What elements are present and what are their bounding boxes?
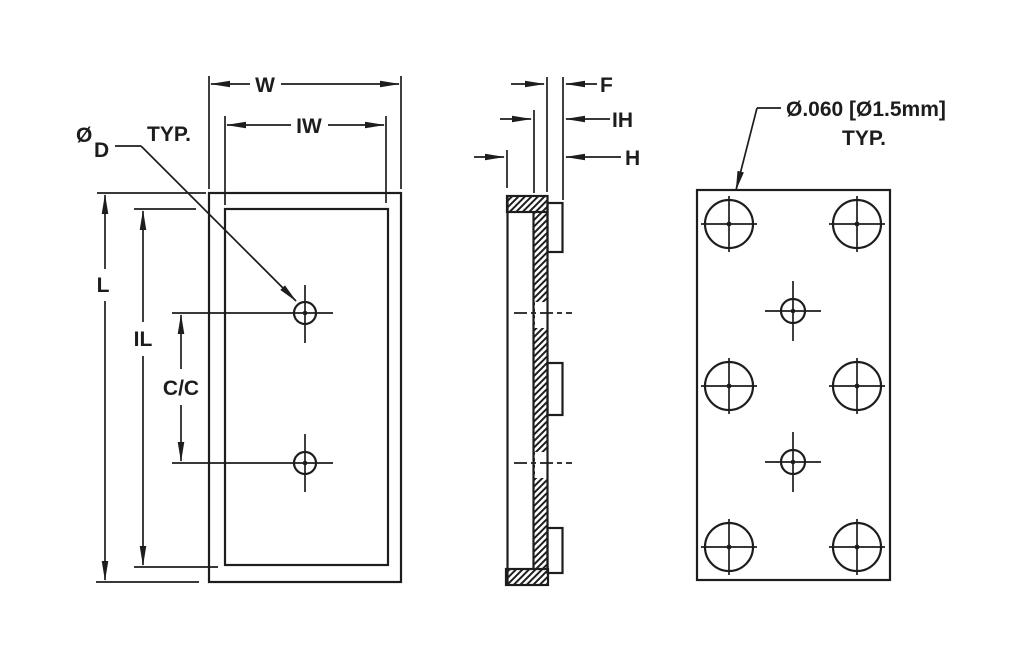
dim-label-iw: IW: [296, 115, 322, 138]
section-wall: [532, 212, 549, 569]
dim-label-cc: C/C: [163, 377, 199, 400]
dim-label-ih: IH: [612, 109, 633, 132]
typ-note: TYP.: [147, 123, 191, 146]
dim-ih: IH: [500, 109, 633, 132]
front-inner-outline: [223, 207, 390, 567]
typ-note: TYP.: [842, 127, 886, 150]
front-hole-top: [172, 285, 333, 343]
rear-hole-large: [701, 196, 757, 252]
hole-diameter-callout: Ø D TYP.: [76, 123, 297, 302]
section-view: F IH H: [474, 74, 640, 587]
rear-hole-callout: Ø.060 [Ø1.5mm] TYP.: [735, 98, 946, 191]
dia-symbol: Ø: [76, 124, 92, 147]
section-tab-middle: [546, 361, 564, 417]
rear-outline: [695, 188, 892, 582]
section-bottom-flange: [504, 567, 550, 587]
rear-view: Ø.060 [Ø1.5mm] TYP.: [695, 98, 946, 582]
dim-label-il: IL: [134, 328, 153, 351]
dia-letter: D: [94, 139, 109, 162]
rear-hole-large: [701, 519, 757, 575]
section-tab-bottom: [546, 526, 564, 575]
front-view: W IW L IL C/C: [76, 74, 403, 584]
leader-arrow: [140, 145, 297, 302]
rear-hole-small: [765, 432, 821, 492]
dim-label-f: F: [600, 74, 613, 97]
section-hole-gap-top: [535, 302, 547, 328]
dim-label-w: W: [255, 74, 275, 97]
dim-width: W: [208, 74, 402, 189]
dim-label-l: L: [97, 274, 110, 297]
section-hole-gap-bottom: [535, 452, 547, 478]
rear-hole-large: [829, 519, 885, 575]
leader-arrow: [735, 107, 758, 191]
section-tab-top: [546, 201, 564, 254]
hole-callout-text: Ø.060 [Ø1.5mm]: [786, 98, 946, 121]
dim-center-to-center: C/C: [163, 314, 199, 462]
front-hole-bottom: [172, 434, 333, 492]
dim-label-h: H: [625, 147, 640, 170]
dim-f: F: [511, 74, 613, 97]
dim-inner-length: IL: [134, 208, 218, 568]
section-top-flange: [505, 194, 549, 214]
rear-hole-large: [829, 196, 885, 252]
dim-length: L: [96, 192, 206, 583]
front-outer-outline: [207, 191, 403, 584]
dim-inner-width: IW: [224, 115, 387, 205]
dim-h: H: [474, 147, 640, 170]
rear-hole-large: [829, 358, 885, 414]
rear-hole-large: [701, 358, 757, 414]
rear-hole-small: [765, 281, 821, 341]
